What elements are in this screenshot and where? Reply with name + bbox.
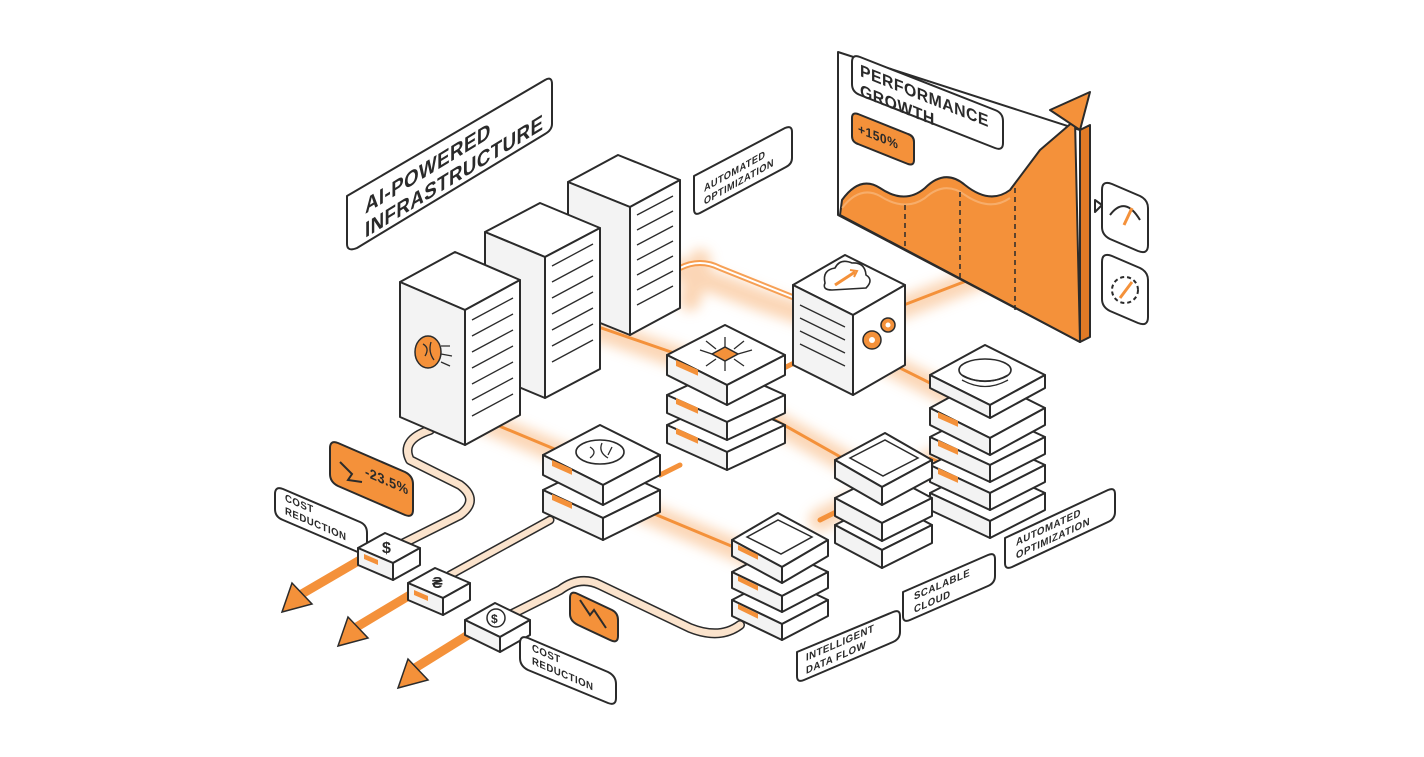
- cloud-gears-server: [792, 254, 906, 396]
- scalable-cloud-label: SCALABLE CLOUD: [902, 553, 996, 622]
- cost-pipes: [395, 425, 745, 639]
- brain-icon: [414, 335, 453, 369]
- brain-icon: [575, 439, 625, 465]
- arrow-3: [396, 630, 473, 690]
- data-flow-server-stack: [731, 512, 829, 641]
- cost-arrows: [280, 555, 473, 690]
- dollar-icon: $: [382, 540, 391, 557]
- settings-gauge-icon: [1118, 281, 1134, 299]
- server-rack-front: [399, 251, 521, 446]
- database-server-stack: [929, 344, 1046, 539]
- cost-reduction-badge: -23.5%: [329, 441, 414, 517]
- dollar-node-1: $: [357, 532, 421, 581]
- trend-down-card: [569, 591, 619, 643]
- arrow-trend-down-icon: [579, 599, 607, 629]
- gauge-icon-card-1: [1094, 181, 1149, 254]
- dollar-icon: $: [491, 612, 498, 626]
- gauge-icon-card-2: [1101, 253, 1149, 326]
- chip-icon: [699, 337, 753, 371]
- chip-server-stack: [666, 324, 786, 471]
- database-icon: [958, 358, 1012, 388]
- brain-server-stack: [542, 424, 661, 541]
- scalable-server-stack: [834, 432, 933, 569]
- cloud-sync-icon: [823, 260, 871, 291]
- cost-reduction-label-bottom: COST REDUCTION: [519, 636, 617, 705]
- automated-optimization-label-top: AUTOMATED OPTIMIZATION: [693, 126, 793, 215]
- arrow-trend-down-icon: [339, 461, 363, 483]
- dollar-node-3: $: [464, 602, 531, 653]
- arrow-2: [336, 590, 415, 648]
- dollar-node-2: ₴: [407, 567, 471, 616]
- cost-reduction-label-left: COST REDUCTION: [274, 487, 368, 555]
- growth-arrow-head: [1049, 91, 1091, 131]
- arrow-1: [280, 555, 365, 614]
- gauge-icon: [1122, 207, 1134, 226]
- gears-icon: [862, 317, 896, 350]
- currency-icon: ₴: [432, 575, 443, 592]
